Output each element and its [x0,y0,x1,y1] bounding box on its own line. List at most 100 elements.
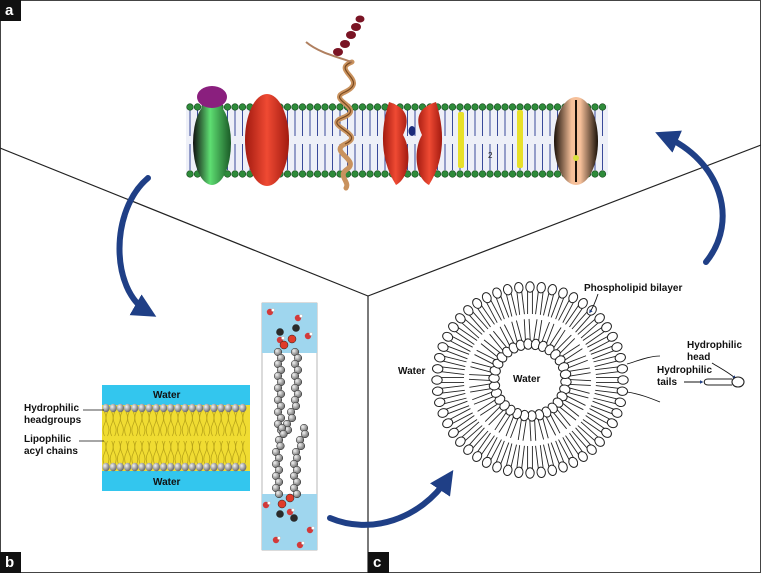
tails-label-line1: Hydrophilic [657,365,712,376]
liposome-water-inner-label: Water [513,374,541,385]
lipid-tail [528,318,531,340]
headgroup [217,462,225,472]
acyl-chain [181,440,186,466]
lipid-head [536,466,546,479]
lipid-head [508,103,517,111]
headgroup [217,403,225,413]
lipid-tail [486,437,498,458]
lipid-head [598,170,607,178]
lipid-head [328,103,337,111]
lipid-tail [592,350,615,360]
lipid-head [493,170,502,178]
headgroup [145,403,153,413]
lipid-tail [441,389,465,394]
lipid-tail [565,435,579,455]
example-lipid [703,376,745,388]
lipid-head [298,170,307,178]
lipid-head [531,170,539,178]
lipid-tail [569,387,590,394]
water-hydrogen [309,332,313,336]
lipid-head [577,451,588,462]
lipid-head [525,467,535,479]
lipid-tail [565,305,579,325]
headgroup [224,403,232,413]
headgroup [210,462,218,472]
lipid-head [448,427,459,438]
lipid-tail [534,419,537,441]
lipid-head [478,170,487,178]
lipid-head [441,170,449,178]
acyl-chain [102,411,107,437]
lipid-tail [455,331,475,345]
lipid-tail [569,372,591,377]
lipid-tail [555,297,565,320]
acyl-chain [160,440,164,466]
acyl-chain [109,440,114,466]
lipid-tail [480,343,498,358]
lipid-head [559,369,572,380]
headgroup [152,462,160,472]
lipid-head [492,461,502,473]
lipid-head [441,103,449,111]
lipid-head [601,427,612,438]
lipid-tail [511,321,518,343]
tails-label-line2: tails [657,377,677,388]
lipid-head [525,281,535,293]
phosphate-atom [285,493,295,503]
head-label-line2: head [687,352,710,363]
lipid-tail [589,340,611,352]
lipid-head [321,170,329,178]
acyl-chain [131,440,136,466]
headgroup [131,462,139,472]
lipid-head [591,170,599,178]
lipid-tail [473,396,494,405]
lipid-head [231,103,239,111]
lipid-tail [595,385,619,389]
lipid-tail [569,383,591,386]
acyl-chain [138,440,143,466]
acyl-chain [235,440,239,466]
lipid-tail [457,419,478,433]
lipid-head [486,170,494,178]
lipid-tail [471,361,493,368]
lipid-tail [447,345,470,355]
lipid-head [411,103,419,111]
acyl-chain [189,440,193,466]
lipid-tail [474,354,494,365]
headgroups-label-line1: Hydrophilic [24,403,79,414]
carbon-atom [276,441,285,451]
lipid-tail [590,345,613,355]
headgroup [188,462,196,472]
headgroup [109,403,117,413]
lipid-tail [555,440,565,463]
lipid-tail [541,321,550,342]
acyl-chain [131,411,136,437]
lipid-head [442,418,454,429]
lipid-head [223,103,232,111]
lipid-head [381,170,389,178]
carbon-atom [274,489,284,499]
acyl-chain [203,440,208,466]
lipid-tail [468,314,485,333]
lipid-tail [580,421,599,438]
liposome-inner-leaflet [468,318,592,442]
lipid-head [313,170,322,178]
acyl-chain [177,440,182,466]
lipid-tail [582,419,603,433]
lipid-head [516,103,524,111]
lipid-head [471,103,479,111]
lipid-tail [545,416,557,436]
headgroup [203,403,211,413]
lipid-tail [570,379,592,382]
bilayer-water-top-label: Water [153,390,181,401]
lipid-tail [558,439,570,461]
panel-b: Water Water Hydrophilic headgroups Lipop… [24,302,318,551]
acyl-chain [220,440,225,466]
acyl-chain [145,440,150,466]
lipid-head [594,436,605,447]
acyl-label-line1: Lipophilic [24,434,72,445]
lipid-tail [515,320,523,341]
lipid-tail [505,443,513,466]
acyl-chain [153,440,157,466]
lipid-head [501,170,509,178]
